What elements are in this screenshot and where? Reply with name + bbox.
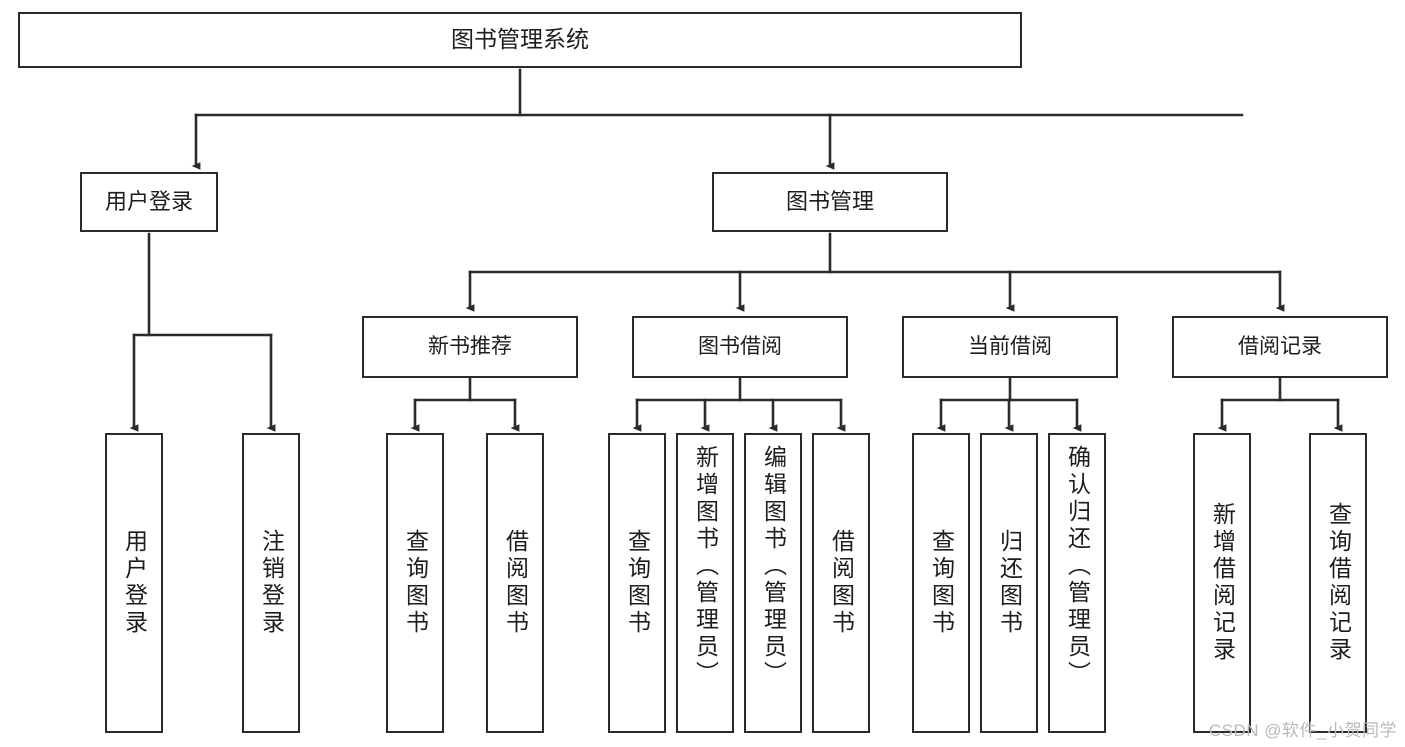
- node-new-book-recommend[interactable]: 新书推荐: [362, 316, 578, 378]
- leaf-bb-add-book-admin[interactable]: 新增图书（管理员）: [676, 433, 734, 733]
- leaf-nb-query-book-label: 查询图书: [402, 529, 429, 637]
- node-current-borrow[interactable]: 当前借阅: [902, 316, 1118, 378]
- leaf-cb-return-book[interactable]: 归还图书: [980, 433, 1038, 733]
- leaf-bb-edit-book-admin[interactable]: 编辑图书（管理员）: [744, 433, 802, 733]
- leaf-logout[interactable]: 注销登录: [242, 433, 300, 733]
- leaf-cb-query-book[interactable]: 查询图书: [912, 433, 970, 733]
- leaf-br-add-record[interactable]: 新增借阅记录: [1193, 433, 1251, 733]
- node-root-label: 图书管理系统: [451, 26, 589, 53]
- leaf-cb-confirm-return-admin-label: 确认归还（管理员）: [1064, 445, 1091, 688]
- leaf-br-query-record-label: 查询借阅记录: [1325, 502, 1352, 664]
- leaf-bb-query-book[interactable]: 查询图书: [608, 433, 666, 733]
- node-current-borrow-label: 当前借阅: [968, 334, 1052, 358]
- leaf-nb-borrow-book[interactable]: 借阅图书: [486, 433, 544, 733]
- leaf-bb-add-book-admin-label: 新增图书（管理员）: [692, 445, 719, 688]
- node-borrow-record-label: 借阅记录: [1238, 334, 1322, 358]
- leaf-bb-query-book-label: 查询图书: [624, 529, 651, 637]
- leaf-user-login[interactable]: 用户登录: [105, 433, 163, 733]
- node-book-borrow[interactable]: 图书借阅: [632, 316, 848, 378]
- node-book-manage-label: 图书管理: [785, 189, 874, 215]
- node-book-manage[interactable]: 图书管理: [712, 172, 948, 232]
- leaf-nb-query-book[interactable]: 查询图书: [386, 433, 444, 733]
- leaf-cb-confirm-return-admin[interactable]: 确认归还（管理员）: [1048, 433, 1106, 733]
- leaf-bb-edit-book-admin-label: 编辑图书（管理员）: [760, 445, 787, 688]
- node-root[interactable]: 图书管理系统: [18, 12, 1022, 68]
- leaf-br-query-record[interactable]: 查询借阅记录: [1309, 433, 1367, 733]
- csdn-watermark: CSDN @软件_小贺同学: [1208, 721, 1397, 740]
- leaf-br-add-record-label: 新增借阅记录: [1209, 502, 1236, 664]
- node-new-book-recommend-label: 新书推荐: [428, 334, 512, 358]
- leaf-bb-borrow-book[interactable]: 借阅图书: [812, 433, 870, 733]
- leaf-user-login-label: 用户登录: [121, 529, 148, 637]
- leaf-logout-label: 注销登录: [258, 529, 285, 637]
- node-borrow-record[interactable]: 借阅记录: [1172, 316, 1388, 378]
- node-user-login[interactable]: 用户登录: [80, 172, 218, 232]
- leaf-nb-borrow-book-label: 借阅图书: [502, 529, 529, 637]
- leaf-cb-return-book-label: 归还图书: [996, 529, 1023, 637]
- node-book-borrow-label: 图书借阅: [698, 334, 782, 358]
- leaf-bb-borrow-book-label: 借阅图书: [828, 529, 855, 637]
- node-user-login-label: 用户登录: [104, 189, 193, 215]
- leaf-cb-query-book-label: 查询图书: [928, 529, 955, 637]
